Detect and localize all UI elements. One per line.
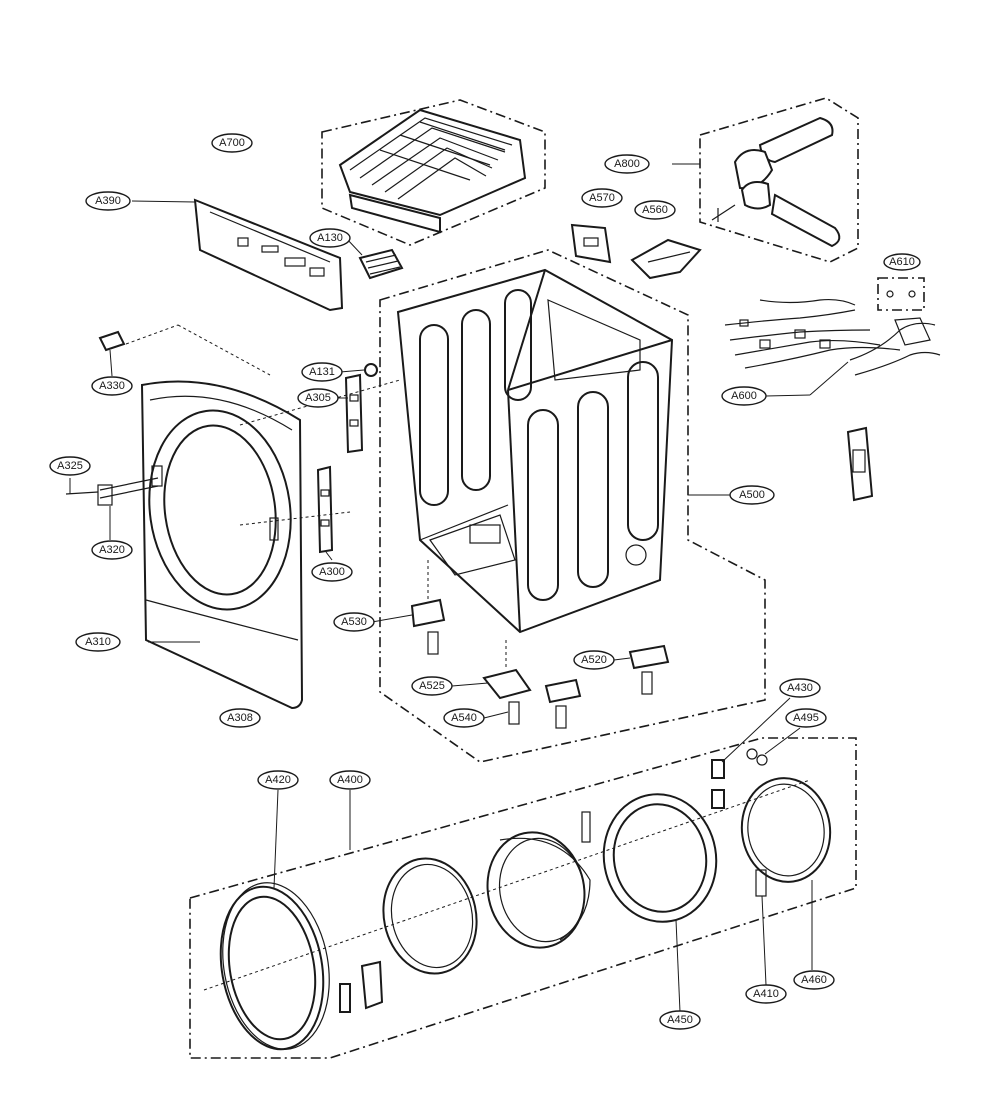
label-a300: A300 <box>311 562 353 582</box>
control-board <box>131 198 344 312</box>
vent-bracket <box>570 223 612 264</box>
label-a530: A530 <box>333 612 375 632</box>
label-a330: A330 <box>91 376 133 396</box>
label-a800: A800 <box>604 154 650 174</box>
wire-harness <box>724 298 941 397</box>
svg-text:A460: A460 <box>801 974 827 986</box>
svg-text:A300: A300 <box>319 566 345 578</box>
part-labels: A700 A390 A130 A800 A570 A560 A610 A330 … <box>49 133 921 1030</box>
svg-text:A390: A390 <box>95 195 121 207</box>
svg-text:A420: A420 <box>265 774 291 786</box>
label-a410: A410 <box>745 984 787 1004</box>
label-a460: A460 <box>793 970 835 990</box>
label-a308: A308 <box>219 708 261 728</box>
svg-text:A330: A330 <box>99 380 125 392</box>
label-a560: A560 <box>634 200 676 220</box>
svg-text:A410: A410 <box>753 988 779 1000</box>
door-assembly <box>189 697 857 1059</box>
svg-text:A325: A325 <box>57 460 83 472</box>
label-a500: A500 <box>729 485 775 505</box>
svg-text:A450: A450 <box>667 1014 693 1026</box>
label-a495: A495 <box>785 708 827 728</box>
svg-text:A600: A600 <box>731 390 757 402</box>
door-switch <box>846 426 874 502</box>
exhaust-duct-assembly <box>672 97 859 263</box>
connector-block <box>345 237 404 280</box>
svg-text:A320: A320 <box>99 544 125 556</box>
svg-text:A610: A610 <box>889 256 915 268</box>
label-a520: A520 <box>573 650 615 670</box>
svg-text:A800: A800 <box>614 158 640 170</box>
label-a600: A600 <box>721 386 767 406</box>
front-panel <box>65 379 401 710</box>
svg-text:A700: A700 <box>219 137 245 149</box>
label-a540: A540 <box>443 708 485 728</box>
leveling-feet <box>371 560 670 729</box>
svg-text:A530: A530 <box>341 616 367 628</box>
cabinet-assembly <box>379 249 766 763</box>
front-panel-hardware <box>98 324 378 561</box>
noise-filter <box>877 277 925 311</box>
svg-text:A540: A540 <box>451 712 477 724</box>
svg-text:A495: A495 <box>793 712 819 724</box>
svg-text:A130: A130 <box>317 232 343 244</box>
label-a610: A610 <box>883 253 921 271</box>
label-a130: A130 <box>309 228 351 248</box>
label-a430: A430 <box>779 678 821 698</box>
label-a700: A700 <box>211 133 253 153</box>
svg-text:A305: A305 <box>305 392 331 404</box>
label-a325: A325 <box>49 456 91 476</box>
label-a390: A390 <box>85 191 131 211</box>
svg-text:A570: A570 <box>589 192 615 204</box>
svg-text:A400: A400 <box>337 774 363 786</box>
svg-text:A430: A430 <box>787 682 813 694</box>
svg-text:A131: A131 <box>309 366 335 378</box>
label-a450: A450 <box>659 1010 701 1030</box>
label-a570: A570 <box>581 188 623 208</box>
label-a305: A305 <box>297 388 339 408</box>
svg-text:A310: A310 <box>85 636 111 648</box>
lint-filter-assembly <box>321 99 546 246</box>
svg-text:A525: A525 <box>419 680 445 692</box>
label-a420: A420 <box>257 770 299 790</box>
duct-piece <box>630 238 702 280</box>
label-a400: A400 <box>329 770 371 790</box>
svg-text:A308: A308 <box>227 712 253 724</box>
svg-text:A520: A520 <box>581 654 607 666</box>
label-a525: A525 <box>411 676 453 696</box>
svg-text:A500: A500 <box>739 489 765 501</box>
svg-text:A560: A560 <box>642 204 668 216</box>
label-a320: A320 <box>91 540 133 560</box>
label-a310: A310 <box>75 632 121 652</box>
label-a131: A131 <box>301 362 343 382</box>
